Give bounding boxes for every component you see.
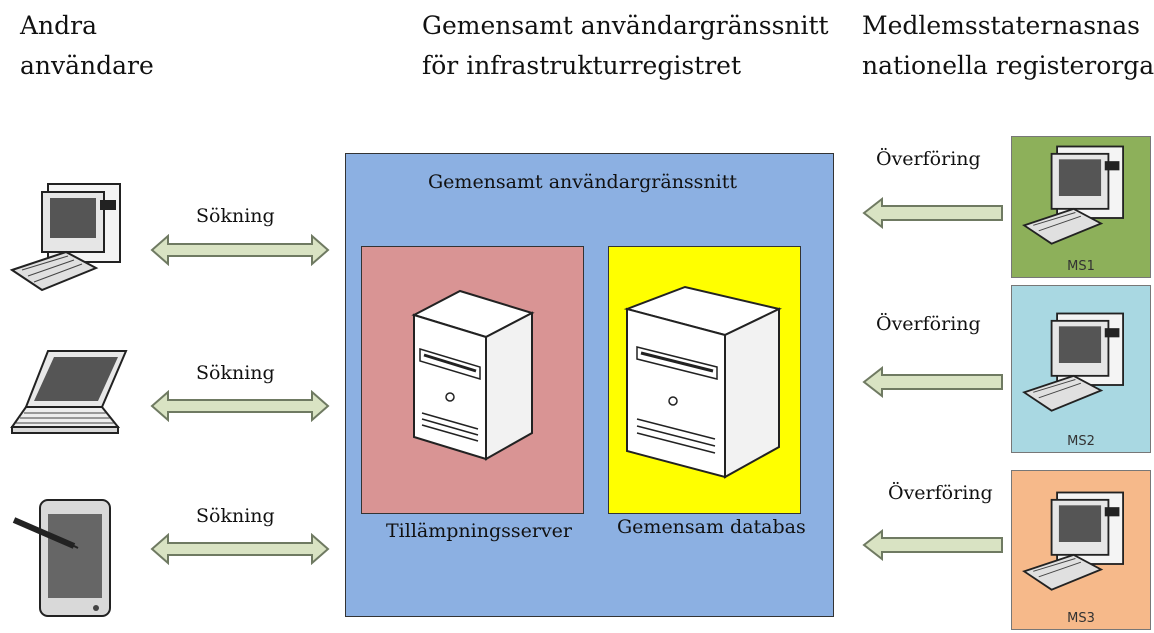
central-interface-panel: Gemensamt användargränssnitt Tillämpning…: [345, 153, 834, 617]
database-panel: [608, 246, 801, 514]
transfer-arrow-ms2: [862, 366, 1004, 398]
search-label-laptop: Sökning: [196, 362, 275, 384]
search-arrow-laptop: [150, 390, 330, 422]
ms3-label: MS3: [1067, 611, 1095, 626]
transfer-arrow-ms3: [862, 529, 1004, 561]
transfer-label-ms3: Överföring: [888, 482, 993, 504]
member-state-ms1: MS1: [1011, 136, 1151, 278]
transfer-label-ms1: Överföring: [876, 148, 981, 170]
ms3-computer-icon: [1020, 487, 1140, 597]
heading-other-users-line2: användare: [20, 51, 154, 80]
search-label-tablet: Sökning: [196, 505, 275, 527]
desktop-computer-icon: [8, 178, 138, 298]
heading-member-states-line2: nationella registerorgan: [862, 51, 1154, 80]
ms1-label: MS1: [1067, 259, 1095, 274]
app-server-panel: [361, 246, 584, 514]
search-arrow-tablet: [150, 533, 330, 565]
transfer-arrow-ms1: [862, 197, 1004, 229]
heading-common-interface-line2: för infrastrukturregistret: [422, 51, 741, 80]
transfer-label-ms2: Överföring: [876, 313, 981, 335]
member-state-ms2: MS2: [1011, 285, 1151, 453]
tablet-icon: [10, 492, 120, 622]
heading-other-users-line1: Andra: [20, 11, 98, 40]
central-interface-title: Gemensamt användargränssnitt: [428, 171, 738, 193]
member-state-ms3: MS3: [1011, 470, 1151, 630]
laptop-icon: [8, 345, 133, 455]
heading-common-interface: Gemensamt användargränssnitt för infrast…: [422, 6, 829, 86]
search-label-desktop: Sökning: [196, 205, 275, 227]
ms2-label: MS2: [1067, 434, 1095, 449]
heading-member-states: Medlemsstaternasnas nationella registero…: [862, 6, 1154, 86]
database-server-icon: [619, 283, 794, 483]
ms2-computer-icon: [1020, 308, 1140, 418]
app-server-label: Tillämpningsserver: [386, 520, 573, 542]
heading-common-interface-line1: Gemensamt användargränssnitt: [422, 11, 829, 40]
server-icon: [396, 287, 546, 467]
heading-other-users: Andra användare: [20, 6, 154, 86]
search-arrow-desktop: [150, 234, 330, 266]
database-label: Gemensam databas: [617, 516, 806, 538]
heading-member-states-line1: Medlemsstaternasnas: [862, 11, 1140, 40]
ms1-computer-icon: [1020, 141, 1140, 251]
